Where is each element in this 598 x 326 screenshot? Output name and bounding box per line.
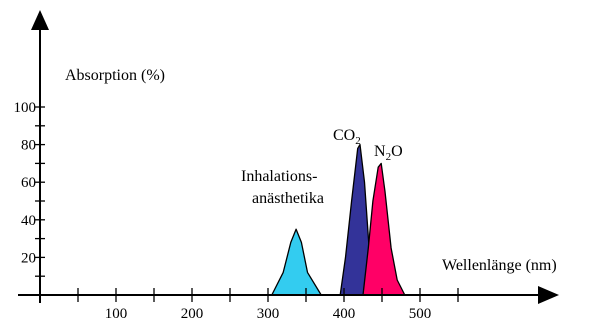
y-axis-ticks: 20 40 60 80 100 xyxy=(14,100,45,277)
y-axis-label: Absorption (%) xyxy=(65,67,165,84)
peak-n2o xyxy=(362,162,406,296)
x-tick-label: 100 xyxy=(105,306,128,322)
y-axis-arrow xyxy=(31,10,49,30)
x-tick-label: 300 xyxy=(257,306,280,322)
y-tick-label: 100 xyxy=(14,100,37,116)
y-tick-label: 40 xyxy=(21,213,36,229)
peak-label-inhalationsanaesthetika-line2: anästhetika xyxy=(252,190,324,207)
x-tick-label: 400 xyxy=(333,306,356,322)
peak-inhalationsanaesthetika xyxy=(271,228,322,296)
x-tick-label: 200 xyxy=(181,306,204,322)
absorption-peaks xyxy=(271,143,406,296)
y-tick-label: 80 xyxy=(21,138,36,154)
peak-label-inhalationsanaesthetika-line1: Inhalations- xyxy=(241,168,317,185)
y-tick-label: 20 xyxy=(21,250,36,266)
x-axis-label: Wellenlänge (nm) xyxy=(442,257,557,274)
y-tick-label: 60 xyxy=(21,175,36,191)
x-tick-label: 500 xyxy=(409,306,432,322)
peak-label-co2: CO2 xyxy=(333,127,361,147)
peak-label-n2o: N2O xyxy=(374,143,403,163)
x-axis-arrow xyxy=(538,286,559,304)
x-axis-ticks: 100 200 300 400 500 xyxy=(77,288,459,322)
